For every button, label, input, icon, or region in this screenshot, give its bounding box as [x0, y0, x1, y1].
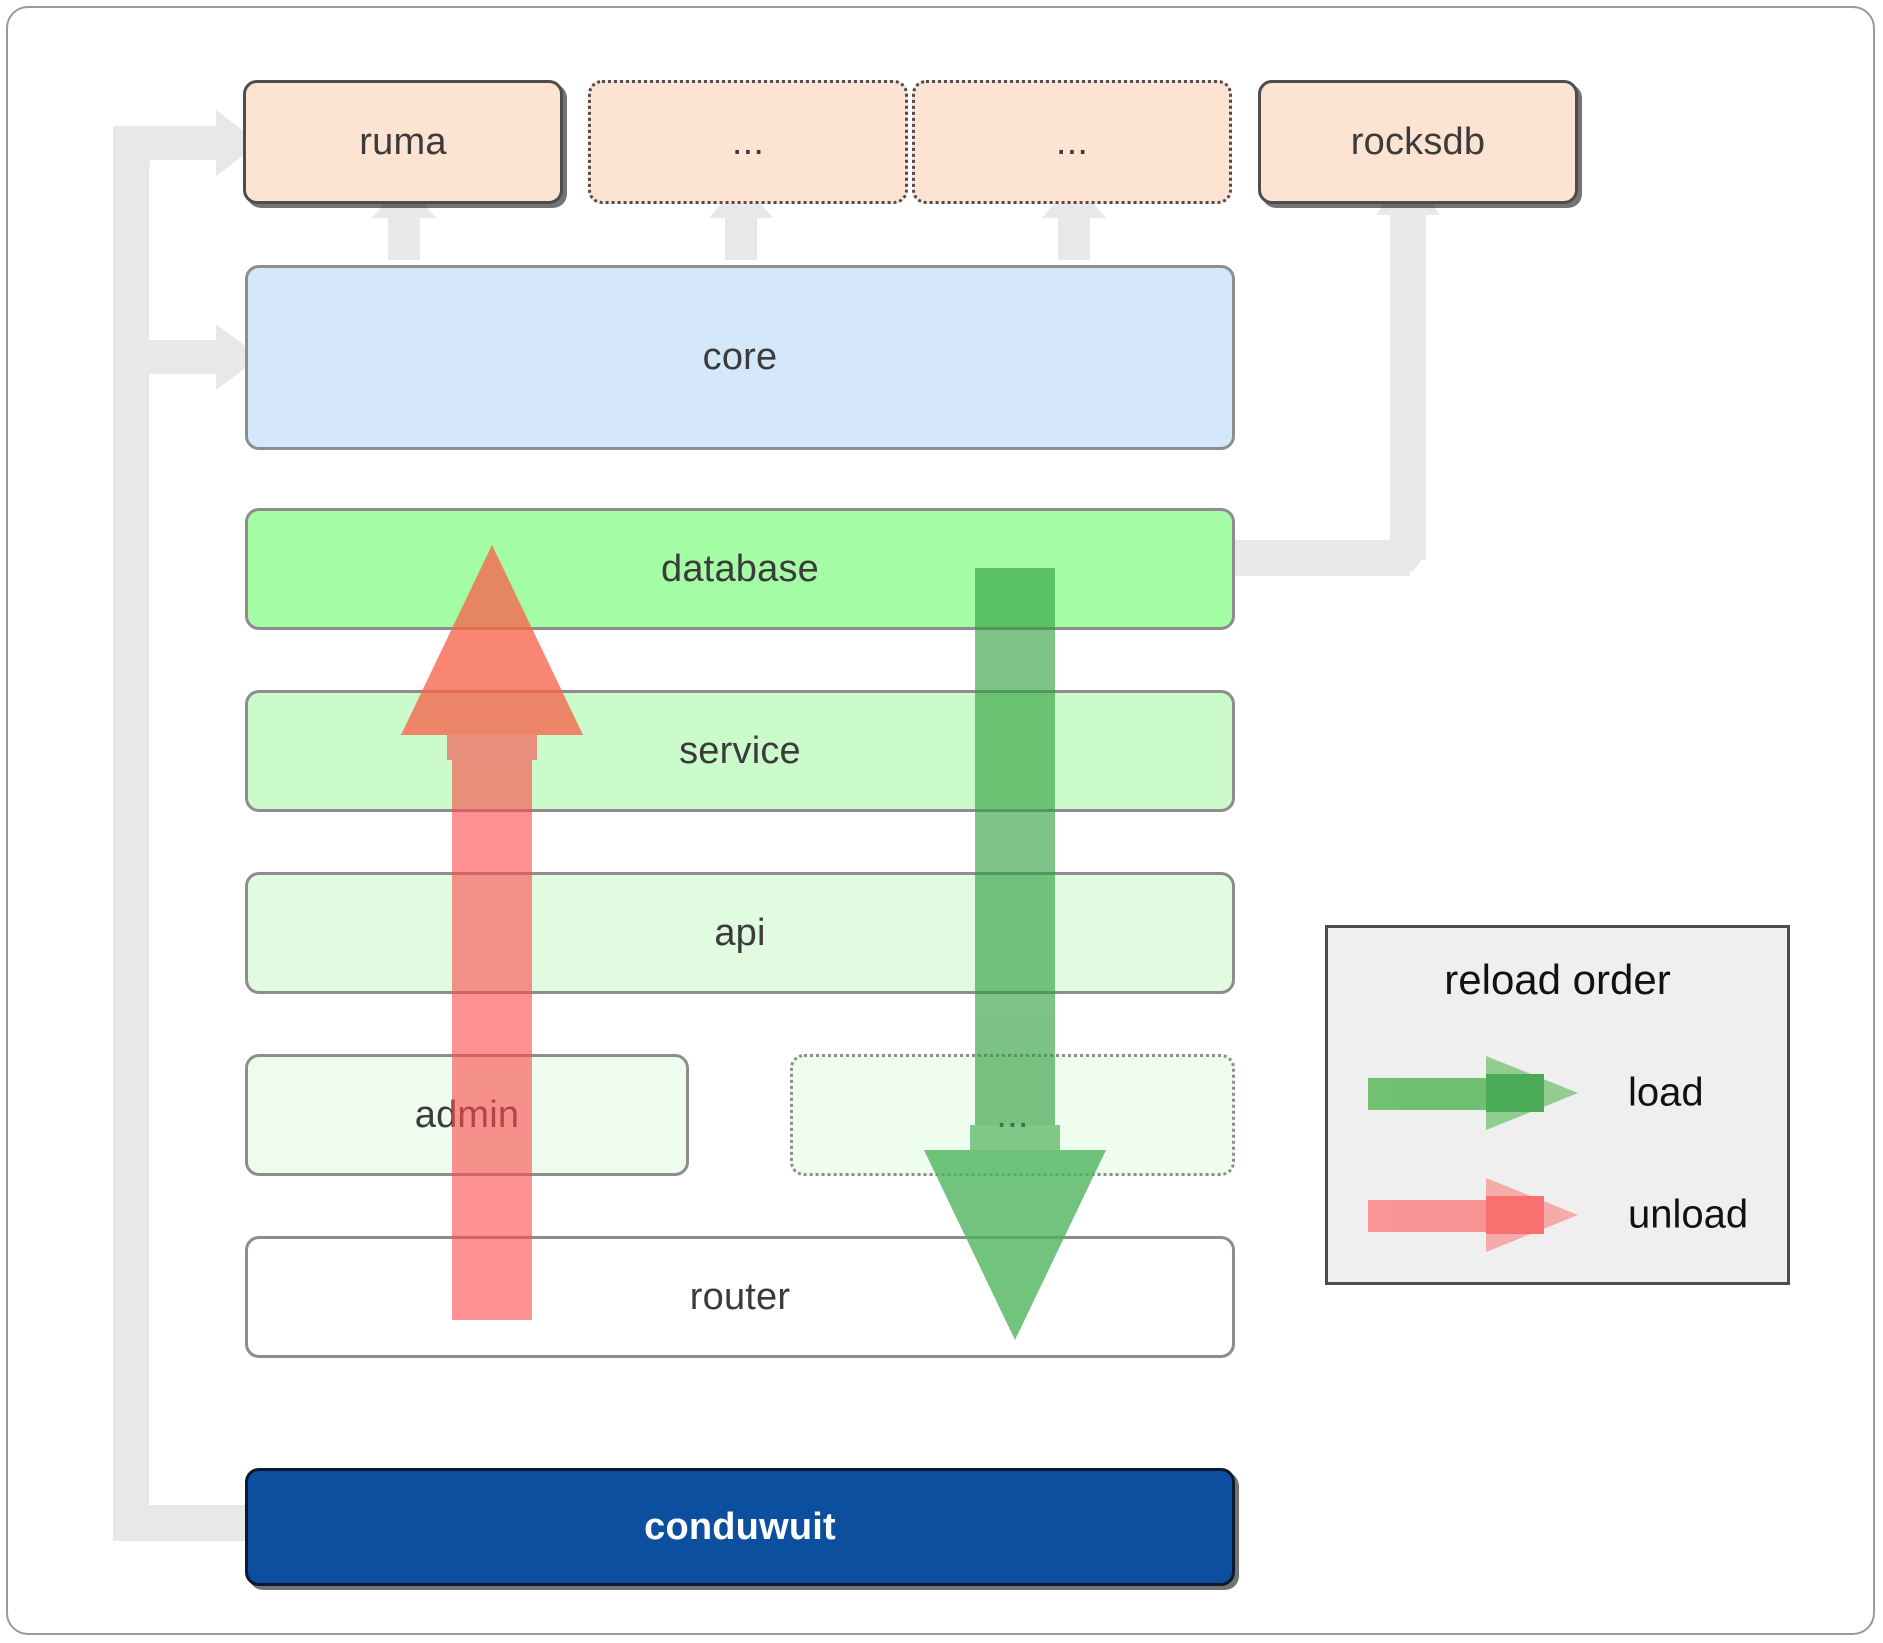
diagram-frame	[6, 6, 1875, 1635]
node-layer-ellipsis-label: ...	[996, 1093, 1029, 1136]
node-dependency-ellipsis-1-label: ...	[731, 120, 765, 163]
node-dependency-ellipsis-2-label: ...	[1055, 120, 1089, 163]
node-dependency-ellipsis-2[interactable]: ...	[912, 80, 1232, 204]
node-ruma-label: ruma	[359, 120, 447, 163]
node-core-label: core	[702, 336, 778, 378]
legend-label-load: load	[1628, 1070, 1704, 1115]
node-conduwuit-label: conduwuit	[644, 1505, 836, 1548]
legend-row-load: load	[1328, 1048, 1793, 1138]
unload-legend-icon	[1368, 1178, 1578, 1252]
node-core[interactable]: core	[245, 265, 1235, 450]
legend-row-unload: unload	[1328, 1170, 1793, 1260]
node-service[interactable]: service	[245, 690, 1235, 812]
node-rocksdb-label: rocksdb	[1350, 120, 1486, 163]
legend-title: reload order	[1444, 956, 1671, 1003]
node-dependency-ellipsis-1[interactable]: ...	[588, 80, 908, 204]
node-service-label: service	[679, 729, 801, 772]
node-layer-ellipsis[interactable]: ...	[790, 1054, 1235, 1176]
node-admin[interactable]: admin	[245, 1054, 689, 1176]
node-conduwuit[interactable]: conduwuit	[245, 1468, 1235, 1586]
node-ruma[interactable]: ruma	[243, 80, 563, 204]
load-legend-icon	[1368, 1056, 1578, 1130]
node-router-label: router	[689, 1275, 791, 1318]
node-database[interactable]: database	[245, 508, 1235, 630]
node-database-label: database	[661, 547, 819, 590]
node-api[interactable]: api	[245, 872, 1235, 994]
node-api-label: api	[714, 911, 766, 954]
node-router[interactable]: router	[245, 1236, 1235, 1358]
node-rocksdb[interactable]: rocksdb	[1258, 80, 1578, 204]
legend-panel: reload order load unload	[1325, 925, 1790, 1285]
node-admin-label: admin	[414, 1093, 520, 1136]
legend-label-unload: unload	[1628, 1192, 1749, 1237]
